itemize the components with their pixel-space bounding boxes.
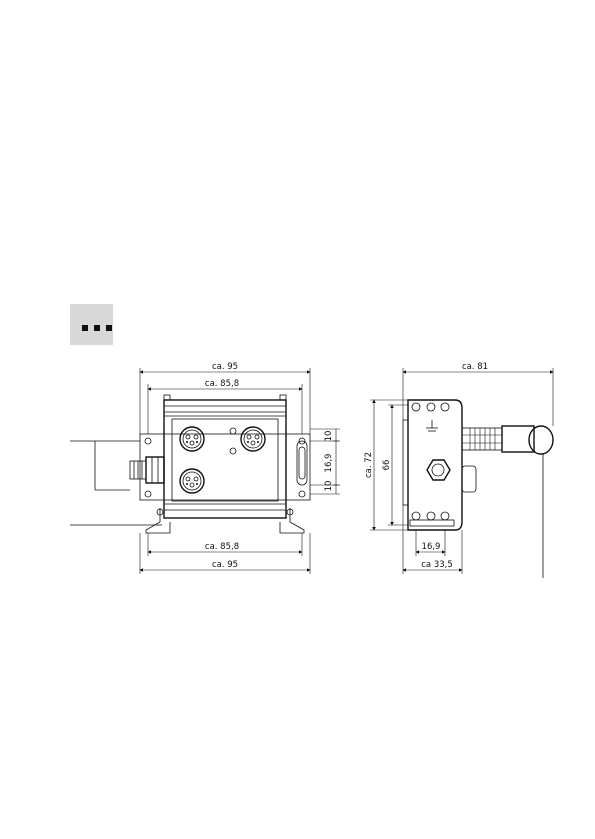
dim-top-inner: ca. 85,8	[205, 379, 239, 389]
mounting-slot	[297, 441, 307, 485]
mounting-foot	[146, 508, 170, 533]
side-view: ca. 81 ca. 72 66 16,9 ca 33,5	[364, 362, 553, 578]
dim-side-top: ca. 81	[462, 362, 488, 372]
dim-side-bottom-outer: ca 33,5	[421, 560, 453, 570]
dim-right-bottom: 10	[324, 481, 334, 492]
cable-gland	[146, 457, 164, 483]
dim-right-mid: 16,9	[324, 454, 334, 473]
dim-side-height-inner: 66	[382, 460, 392, 471]
knurled-actuator	[462, 428, 502, 450]
dim-side-bottom-inner: 16,9	[422, 542, 441, 552]
roller	[529, 426, 553, 454]
dim-right-top: 10	[324, 431, 334, 442]
m12-connector	[180, 427, 204, 451]
hex-nut	[427, 460, 450, 480]
front-view: ca. 95 ca. 85,8 ca. 85,8 ca. 95 10 16,9 …	[70, 362, 340, 574]
mounting-foot	[280, 508, 304, 533]
dim-bottom-outer: ca. 95	[212, 560, 238, 570]
dim-top-outer: ca. 95	[212, 362, 238, 372]
side-connector	[462, 466, 476, 492]
dim-side-height-outer: ca. 72	[364, 452, 374, 478]
m12-connector	[241, 427, 265, 451]
dim-bottom-inner: ca. 85,8	[205, 542, 239, 552]
mounting-plate	[140, 434, 310, 500]
m12-connector	[180, 469, 204, 493]
